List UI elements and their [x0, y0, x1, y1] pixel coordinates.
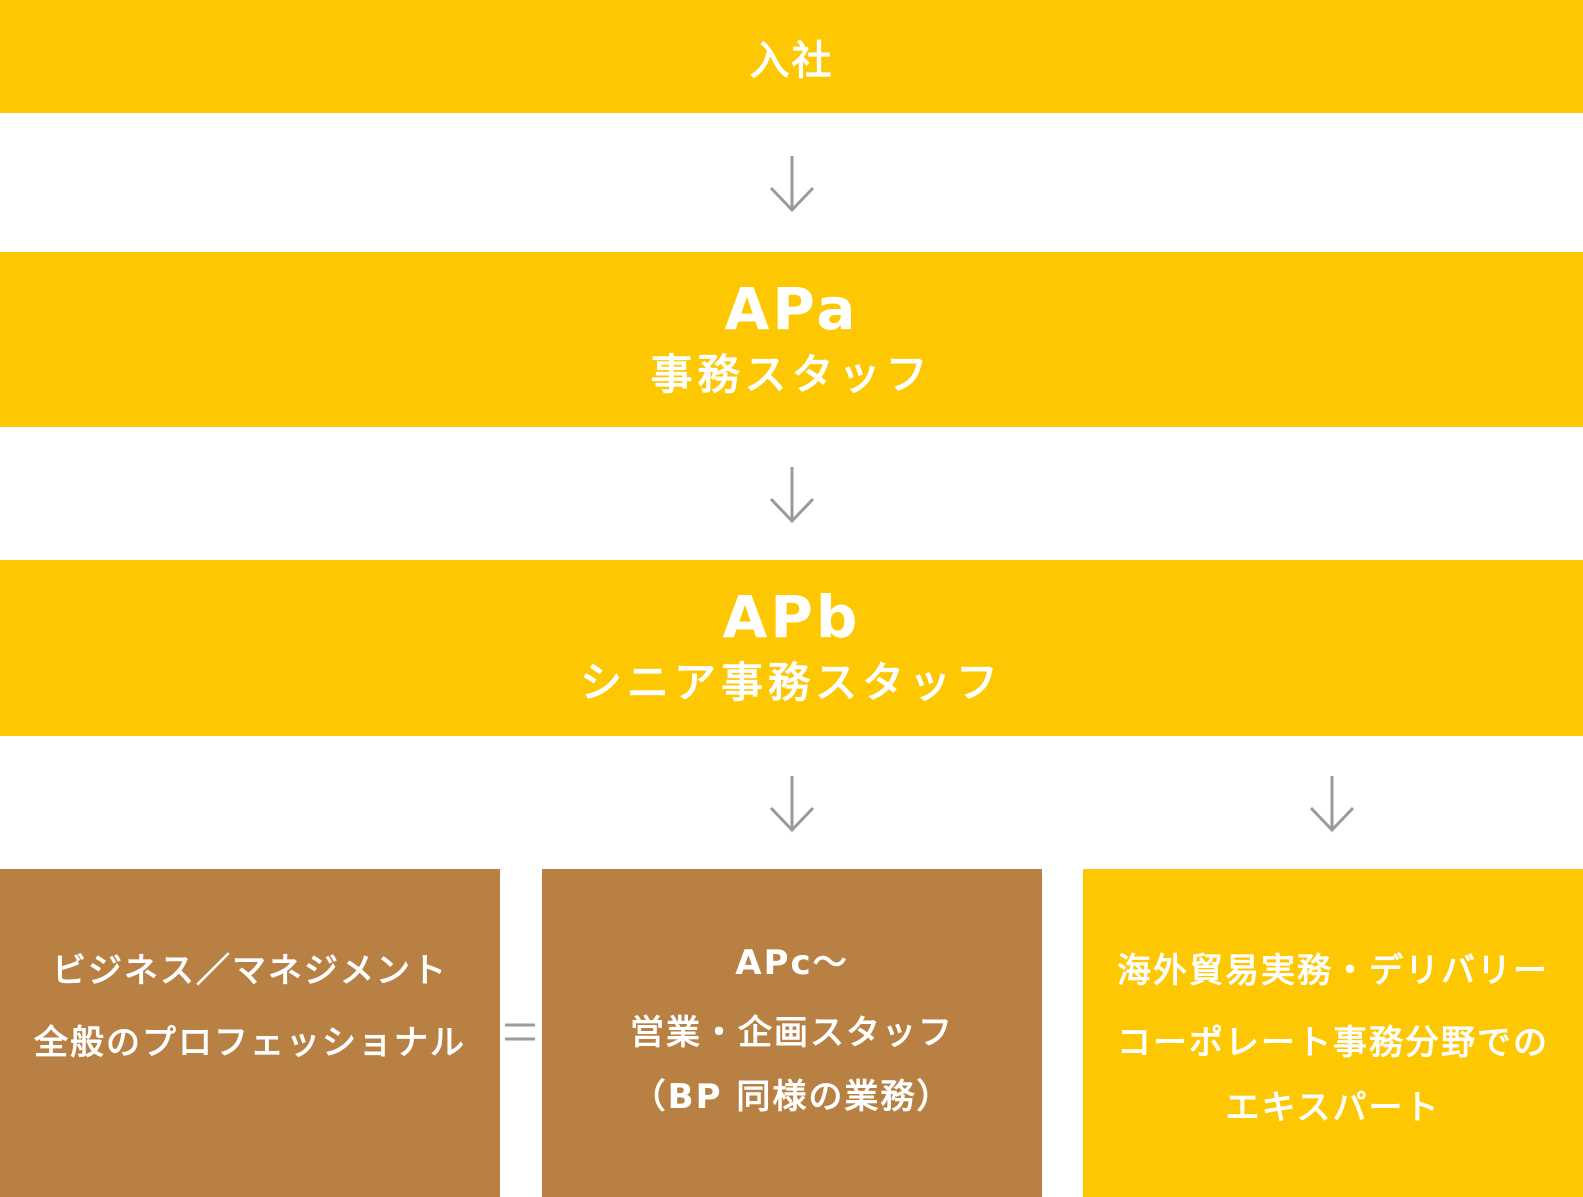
- stage-apb-code: APb: [722, 583, 861, 651]
- branch-general-line1: ビジネス／マネジメント: [52, 951, 448, 991]
- equals-icon: [503, 1017, 537, 1047]
- stage-apb: APb シニア事務スタッフ: [0, 560, 1583, 736]
- branch-expert-line3: エキスパート: [1225, 1088, 1441, 1128]
- stage-apa: APa 事務スタッフ: [0, 252, 1583, 427]
- arrow-down-icon: [767, 154, 817, 214]
- arrow-down-icon: [1307, 774, 1357, 834]
- stage-entry-label: 入社: [749, 37, 834, 84]
- arrow-down-icon: [767, 774, 817, 834]
- branch-expert-box: 海外貿易実務・デリバリー コーポレート事務分野での エキスパート: [1083, 869, 1583, 1197]
- branch-general-box: ビジネス／マネジメント 全般のプロフェッショナル: [0, 869, 500, 1197]
- arrow-down-icon: [767, 465, 817, 525]
- branch-sales-line2: 営業・企画スタッフ: [630, 1013, 954, 1053]
- branch-sales-line1: APc〜: [735, 943, 849, 983]
- branch-general-line2: 全般のプロフェッショナル: [34, 1023, 466, 1063]
- branch-expert-line2: コーポレート事務分野での: [1117, 1023, 1549, 1063]
- stage-apa-role: 事務スタッフ: [650, 349, 933, 399]
- stage-apa-code: APa: [724, 274, 859, 343]
- stage-entry: 入社: [0, 0, 1583, 113]
- branch-sales-box: APc〜 営業・企画スタッフ （BP 同様の業務）: [542, 869, 1042, 1197]
- stage-apb-role: シニア事務スタッフ: [579, 658, 1003, 707]
- branch-sales-line3: （BP 同様の業務）: [631, 1077, 953, 1117]
- branch-expert-line1: 海外貿易実務・デリバリー: [1117, 951, 1549, 991]
